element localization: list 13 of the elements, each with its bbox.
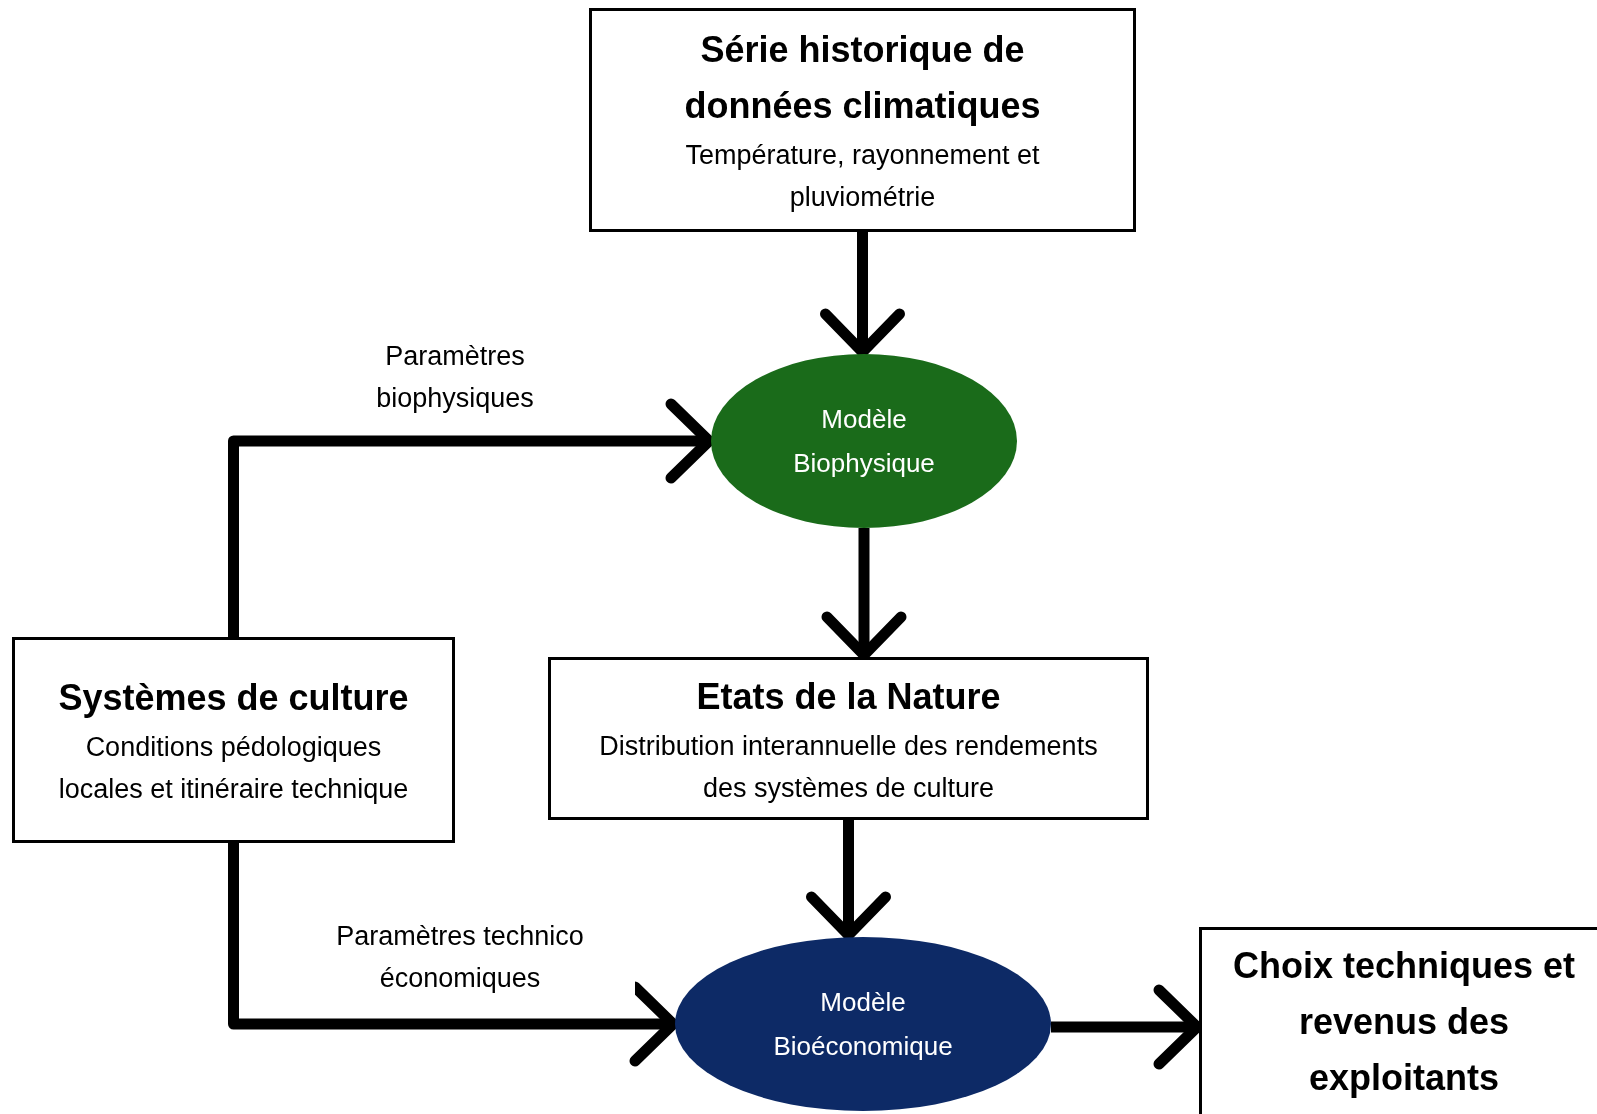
node-description: Distribution interannuelle des rendements des systèmes de culture xyxy=(598,729,1099,805)
process-box xyxy=(548,657,1149,820)
node-label: Modèle Bioéconomique xyxy=(772,986,954,1063)
node-label: Modèle Biophysique xyxy=(792,403,936,480)
process-box xyxy=(589,8,1136,232)
node-title: Choix techniques et revenus des exploitants xyxy=(1231,944,1577,1100)
process-box xyxy=(12,637,455,843)
node-title: Série historique de données climatiques xyxy=(683,28,1042,128)
node-title: Systèmes de culture xyxy=(58,676,409,720)
node-description: Conditions pédologiques locales et itinéraire technique xyxy=(57,731,410,806)
node-description: Température, rayonnement et pluviométrie xyxy=(684,139,1041,214)
process-box xyxy=(1199,927,1597,1114)
node-title: Etats de la Nature xyxy=(696,674,1001,719)
